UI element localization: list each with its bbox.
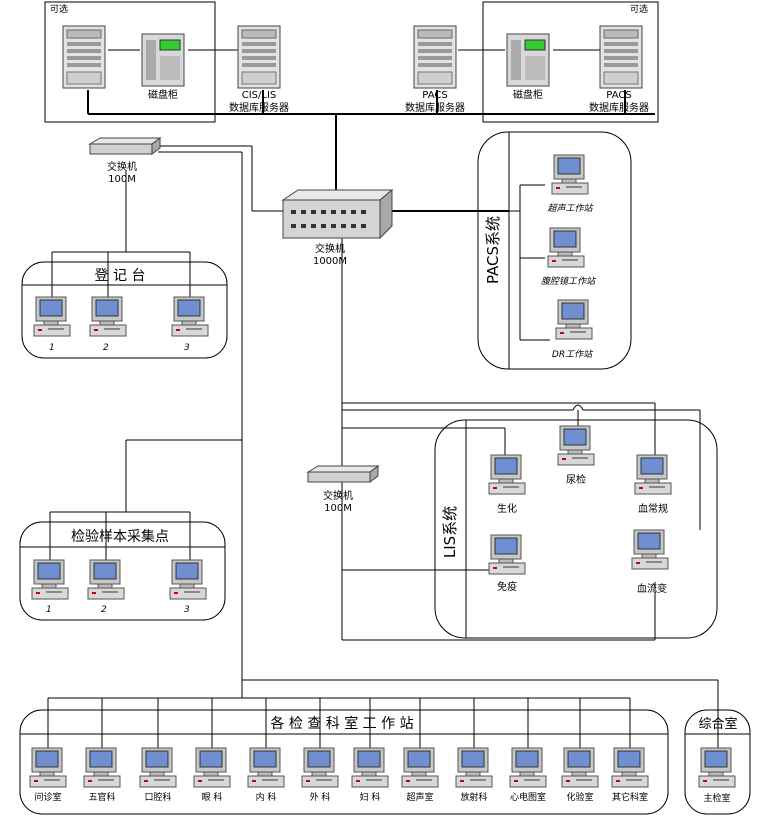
department-pc-icon (561, 747, 599, 788)
lis-urine-pc-icon (557, 425, 595, 466)
his-server-icon (62, 25, 106, 89)
department-station-label: 超声室 (406, 791, 433, 803)
registration-station-3: 3 (184, 343, 190, 353)
lis-title: LIS系统 (441, 506, 459, 558)
disk-cabinet-right-icon (506, 33, 550, 87)
summary-pc-icon (698, 747, 736, 788)
pacs-laparoscope-pc-icon (547, 227, 585, 268)
pacs-station-dr: DR工作站 (552, 349, 594, 360)
core-switch-icon (281, 188, 394, 240)
switch-100m-top-icon (89, 137, 161, 155)
optional-label-left: 可选 (50, 3, 68, 15)
summary-title: 综合室 (698, 716, 737, 732)
sampling-station-2: 2 (101, 605, 107, 615)
pacs-server-b-label: PACS (606, 90, 631, 101)
sampling-pc-1-icon (31, 559, 69, 600)
cis-lis-server-label: CIS/LIS (242, 90, 277, 101)
department-station-label: 妇 科 (360, 791, 381, 803)
switch-100m-mid-speed: 100M (324, 503, 352, 514)
cis-lis-server-icon (237, 25, 281, 89)
pacs-dr-pc-icon (555, 299, 593, 340)
lis-biochem-pc-icon (488, 454, 526, 495)
pacs-server-icon (413, 25, 457, 89)
core-switch-speed: 1000M (313, 256, 347, 267)
lis-station-urine: 尿检 (566, 473, 586, 486)
registration-title: 登 记 台 (95, 268, 146, 284)
department-pc-icon (301, 747, 339, 788)
summary-station: 主检室 (703, 792, 730, 804)
disk-cabinet-right-label: 磁盘柜 (513, 88, 543, 101)
sampling-title: 检验样本采集点 (71, 528, 169, 545)
lis-station-biochem: 生化 (497, 502, 517, 515)
registration-pc-3-icon (171, 296, 209, 337)
departments-title: 各 检 查 科 室 工 作 站 (270, 715, 413, 732)
department-pc-icon (83, 747, 121, 788)
cis-lis-server-label-2: 数据库服务器 (229, 101, 289, 114)
pacs-server-b-label-2: 数据库服务器 (589, 101, 649, 114)
department-pc-icon (401, 747, 439, 788)
disk-cabinet-left-label: 磁盘柜 (148, 88, 178, 101)
department-station-label: 其它科室 (612, 791, 648, 803)
department-station-label: 口腔科 (144, 791, 171, 803)
department-station-label: 化验室 (566, 791, 593, 803)
sampling-pc-2-icon (87, 559, 125, 600)
department-station-label: 内 科 (256, 791, 277, 803)
registration-pc-1-icon (33, 296, 71, 337)
department-station-label: 五官科 (88, 791, 115, 803)
sampling-station-1: 1 (46, 605, 52, 615)
switch-100m-mid-icon (307, 465, 379, 483)
pacs-server-optional-icon (599, 25, 643, 89)
department-station-label: 眼 科 (202, 791, 223, 803)
department-pc-icon (611, 747, 649, 788)
pacs-station-laparoscope: 腹腔镜工作站 (541, 276, 597, 287)
pacs-server-label-2: 数据库服务器 (405, 101, 465, 114)
department-pc-icon (247, 747, 285, 788)
sampling-station-3: 3 (184, 605, 190, 615)
pacs-ultrasound-pc-icon (551, 154, 589, 195)
lis-blood-routine-pc-icon (634, 454, 672, 495)
registration-pc-2-icon (89, 296, 127, 337)
disk-cabinet-left-icon (141, 33, 185, 87)
department-station-label: 外 科 (310, 791, 331, 803)
lis-station-rheology: 血流变 (637, 582, 667, 595)
lis-immune-pc-icon (488, 534, 526, 575)
sampling-pc-3-icon (169, 559, 207, 600)
lis-station-immune: 免疫 (497, 580, 517, 593)
network-wires (47, 49, 719, 748)
pacs-station-ultrasound: 超声工作站 (547, 203, 594, 214)
lis-rheology-pc-icon (631, 529, 669, 570)
department-stations-row: 问诊室 五官科 口腔科 眼 科 内 科 外 科 妇 科 超声室 放射科 心电图室 化验室 其它科室 (29, 747, 649, 803)
department-station-label: 问诊室 (34, 791, 61, 803)
optional-label-right: 可选 (630, 3, 648, 15)
department-pc-icon (509, 747, 547, 788)
department-pc-icon (193, 747, 231, 788)
department-station-label: 放射科 (460, 791, 487, 803)
department-station-label: 心电图室 (510, 791, 546, 803)
pacs-title: PACS系统 (484, 216, 502, 284)
department-pc-icon (455, 747, 493, 788)
switch-100m-mid-label: 交换机 (323, 489, 353, 502)
pacs-server-label: PACS (422, 90, 447, 101)
registration-station-2: 2 (103, 343, 109, 353)
switch-100m-top-label: 交换机 (107, 160, 137, 173)
lis-station-blood-routine: 血常规 (638, 502, 668, 515)
switch-100m-top-speed: 100M (108, 174, 136, 185)
department-pc-icon (351, 747, 389, 788)
department-pc-icon (139, 747, 177, 788)
department-pc-icon (29, 747, 67, 788)
registration-station-1: 1 (49, 343, 55, 353)
core-switch-label: 交换机 (315, 242, 345, 255)
departments-panel (19, 709, 669, 815)
